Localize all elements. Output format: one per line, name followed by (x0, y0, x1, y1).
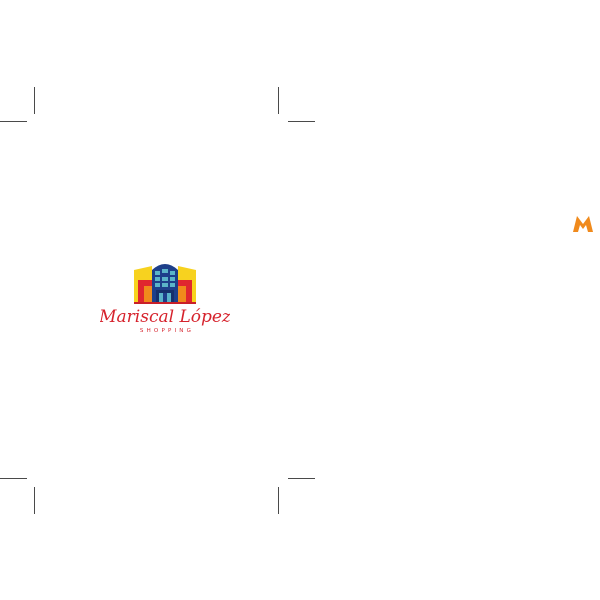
orange-m-icon (571, 212, 595, 236)
crop-mark-top-right-v (278, 87, 279, 114)
crop-mark-bottom-left-h (0, 478, 27, 479)
crop-mark-bottom-right-v (278, 487, 279, 514)
crop-mark-bottom-right-h (288, 478, 315, 479)
mariscal-lopez-logo: Mariscal López SHOPPING (100, 258, 230, 338)
mall-building-icon: Mariscal López SHOPPING (100, 264, 230, 334)
crop-mark-top-right-h (288, 121, 315, 122)
crop-mark-top-left-v (34, 87, 35, 114)
brand-name: Mariscal López (100, 307, 230, 327)
crop-mark-bottom-left-v (34, 487, 35, 514)
crop-mark-top-left-h (0, 121, 27, 122)
brand-sub: SHOPPING (140, 328, 194, 334)
